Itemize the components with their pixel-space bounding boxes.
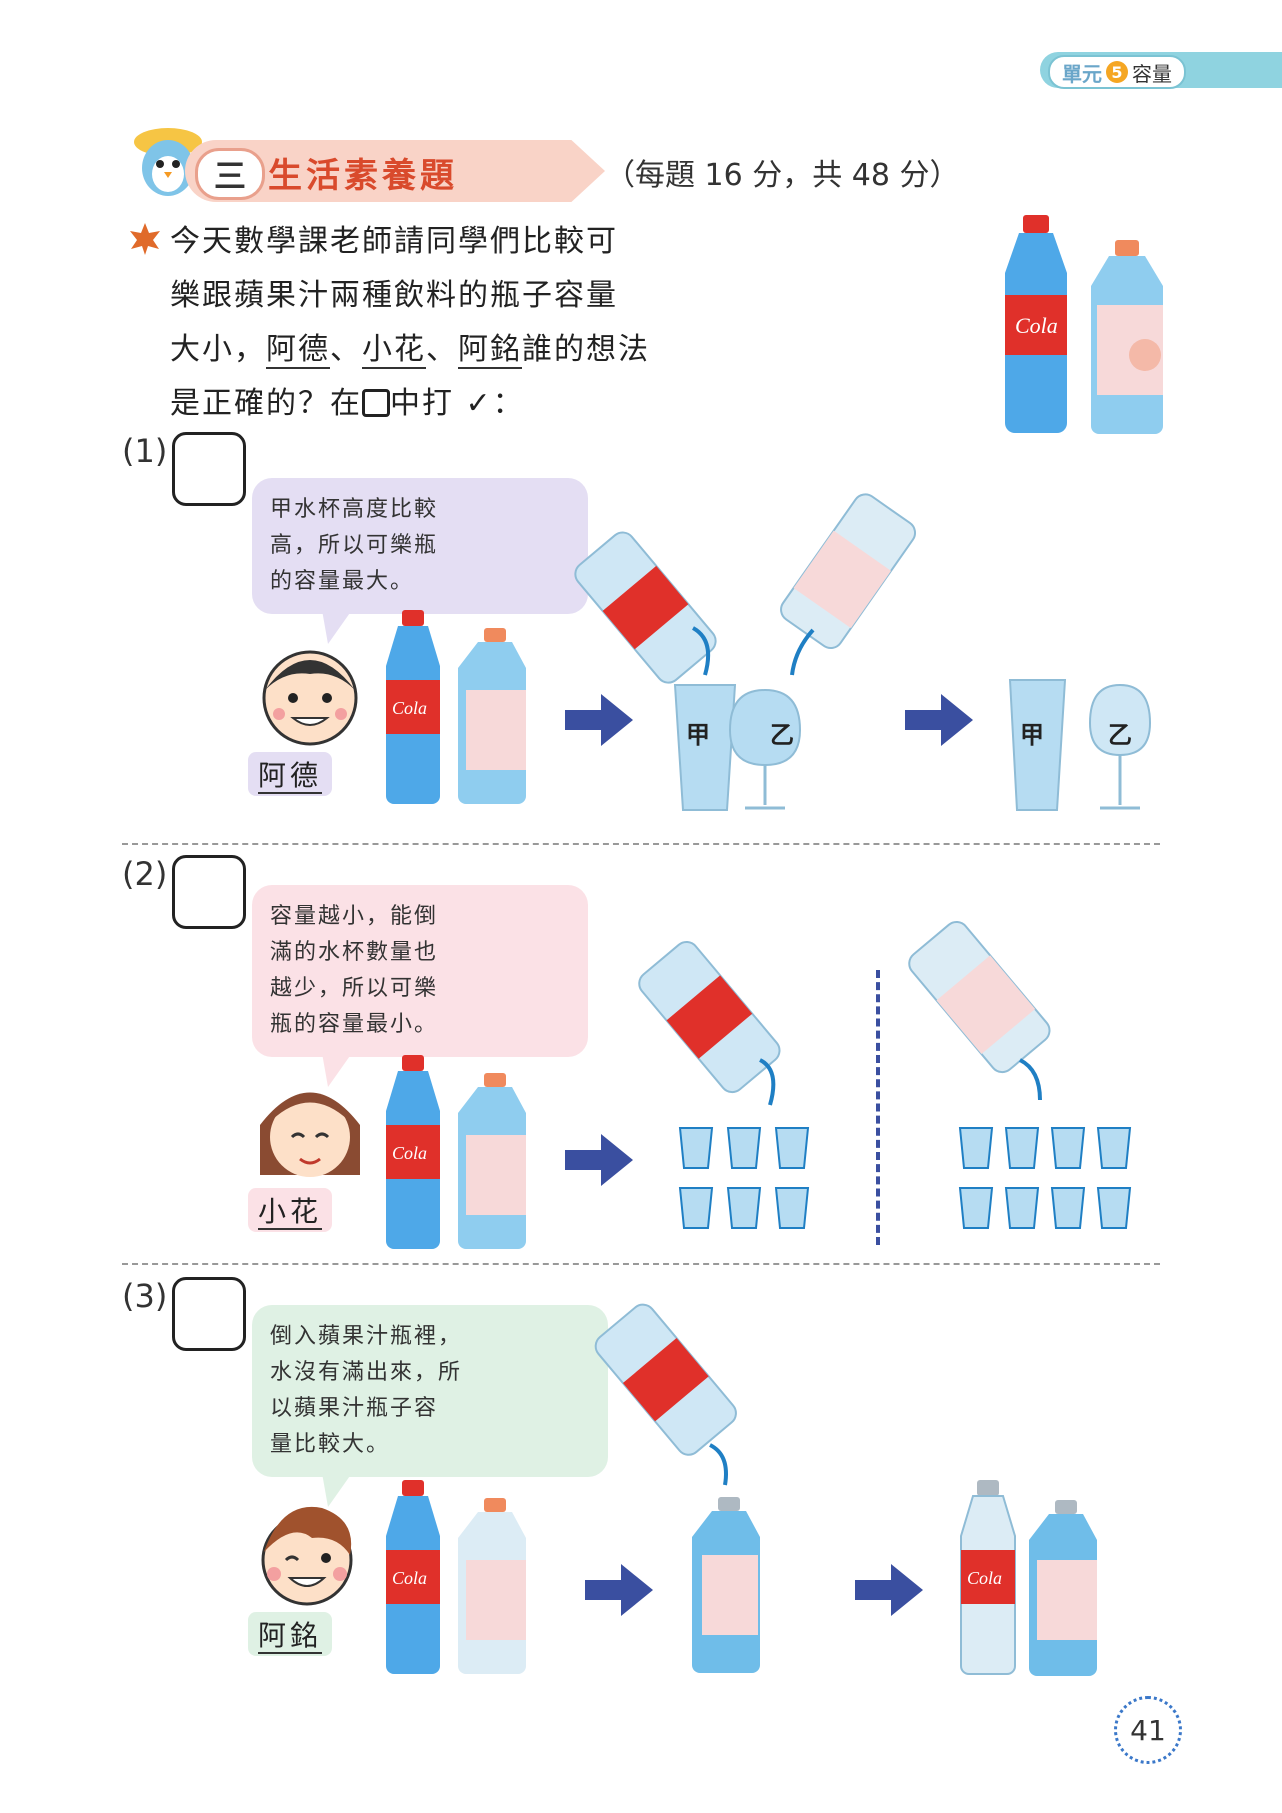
question-1-glass-a-label: 甲 xyxy=(686,721,710,749)
question-3-name-label: 阿銘 xyxy=(248,1612,333,1656)
intro-sep-1: 、 xyxy=(330,332,362,367)
boy-aming-face-icon xyxy=(261,1506,353,1606)
question-2-vertical-divider xyxy=(876,970,880,1245)
bubble-2-line-1: 容量越小，能倒 xyxy=(270,904,439,929)
name-xiaohua: 小花 xyxy=(258,1195,323,1230)
section-number: 三 xyxy=(195,148,265,200)
question-2-label: (2) xyxy=(122,855,168,893)
question-3-label: (3) xyxy=(122,1277,168,1315)
intro-bottles-illustration: Cola xyxy=(1005,215,1163,434)
question-1-answer-box[interactable] xyxy=(172,432,246,506)
question-1-pouring-illustration xyxy=(574,493,917,811)
intro-line-1: 今天數學課老師請同學們比較可 xyxy=(170,224,618,259)
boy-ade-face-icon xyxy=(262,650,358,746)
question-2-cola-pour-illustration xyxy=(638,940,810,1229)
question-1-speech-bubble: 甲水杯高度比較 高，所以可樂瓶 的容量最大。 xyxy=(252,478,588,644)
name-aming: 阿銘 xyxy=(258,1619,323,1654)
bubble-3-line-1: 倒入蘋果汁瓶裡， xyxy=(270,1324,463,1349)
checkbox-symbol xyxy=(362,389,390,417)
penguin-mascot-icon xyxy=(134,128,202,196)
section-title: 生活素養題 xyxy=(268,156,458,196)
question-divider-2 xyxy=(122,1263,1160,1265)
intro-name-c: 阿銘 xyxy=(458,332,522,369)
unit-title: 容量 xyxy=(1132,61,1172,86)
question-1-label: (1) xyxy=(122,432,168,470)
bubble-1-line-2: 高，所以可樂瓶 xyxy=(270,533,439,558)
intro-line-2: 樂跟蘋果汁兩種飲料的瓶子容量 xyxy=(170,278,618,313)
cola-label: Cola xyxy=(1015,313,1058,338)
intro-name-a: 阿德 xyxy=(266,332,330,369)
question-3-bottles: Cola xyxy=(386,1480,526,1674)
intro-line-4a: 是正確的？在 xyxy=(170,386,362,421)
arrow-right-icon xyxy=(585,1564,653,1616)
question-3-pouring-illustration xyxy=(594,1303,760,1673)
intro-line-4b: 中打 ✓： xyxy=(390,386,525,421)
unit-prefix: 單元 xyxy=(1062,61,1102,86)
intro-line-4: 是正確的？在中打 ✓： xyxy=(170,377,990,431)
question-2-juice-pour-illustration xyxy=(908,920,1132,1229)
bubble-1-line-1: 甲水杯高度比較 xyxy=(270,497,439,522)
arrow-right-icon xyxy=(855,1564,923,1616)
question-1-glass-b-label: 乙 xyxy=(770,721,794,749)
bubble-2-line-3: 越少，所以可樂 xyxy=(270,976,439,1001)
maple-leaf-icon xyxy=(130,223,160,255)
q3r-cola-label: Cola xyxy=(967,1568,1002,1588)
bubble-3-line-2: 水沒有滿出來，所 xyxy=(270,1360,463,1385)
q1-cola-label: Cola xyxy=(392,698,427,718)
question-divider-1 xyxy=(122,843,1160,845)
arrow-right-icon xyxy=(565,694,633,746)
girl-xiaohua-face-icon xyxy=(260,1092,360,1177)
intro-sep-2: 、 xyxy=(426,332,458,367)
question-3-result-bottles: Cola xyxy=(960,1480,1097,1676)
intro-text: 今天數學課老師請同學們比較可 樂跟蘋果汁兩種飲料的瓶子容量 大小，阿德、小花、阿… xyxy=(170,215,990,431)
question-2-bottles: Cola xyxy=(386,1055,526,1249)
bubble-2-line-2: 滿的水杯數量也 xyxy=(270,940,439,965)
question-1-result-glasses xyxy=(1008,679,1152,811)
intro-line-3b: 誰的想法 xyxy=(522,332,650,367)
q2-cola-label: Cola xyxy=(392,1143,427,1163)
unit-number: 5 xyxy=(1106,61,1128,83)
question-3-speech-bubble: 倒入蘋果汁瓶裡， 水沒有滿出來，所 以蘋果汁瓶子容 量比較大。 xyxy=(252,1305,608,1507)
unit-tab: 單元 5 容量 xyxy=(1048,55,1186,89)
question-2-name-label: 小花 xyxy=(248,1188,333,1232)
arrow-right-icon xyxy=(905,694,973,746)
name-ade: 阿德 xyxy=(258,759,323,794)
arrow-right-icon xyxy=(565,1134,633,1186)
bubble-3-line-4: 量比較大。 xyxy=(270,1432,391,1457)
intro-name-b: 小花 xyxy=(362,332,426,369)
question-2-speech-bubble: 容量越小，能倒 滿的水杯數量也 越少，所以可樂 瓶的容量最小。 xyxy=(252,885,588,1087)
question-1-result-glass-a-label: 甲 xyxy=(1020,721,1044,749)
page-number: 41 xyxy=(1114,1696,1182,1764)
intro-line-3: 大小，阿德、小花、阿銘誰的想法 xyxy=(170,323,990,377)
bubble-3-line-3: 以蘋果汁瓶子容 xyxy=(270,1396,439,1421)
question-1-result-glass-b-label: 乙 xyxy=(1108,721,1132,749)
question-1-bottles: Cola xyxy=(386,610,526,804)
intro-line-3a: 大小， xyxy=(170,332,266,367)
section-score-note: （每題 16 分，共 48 分） xyxy=(605,158,960,193)
q3-cola-label: Cola xyxy=(392,1568,427,1588)
bubble-2-line-4: 瓶的容量最小。 xyxy=(270,1012,439,1037)
question-2-answer-box[interactable] xyxy=(172,855,246,929)
bubble-1-line-3: 的容量最大。 xyxy=(270,569,415,594)
question-3-answer-box[interactable] xyxy=(172,1277,246,1351)
question-1-name-label: 阿德 xyxy=(248,752,333,796)
